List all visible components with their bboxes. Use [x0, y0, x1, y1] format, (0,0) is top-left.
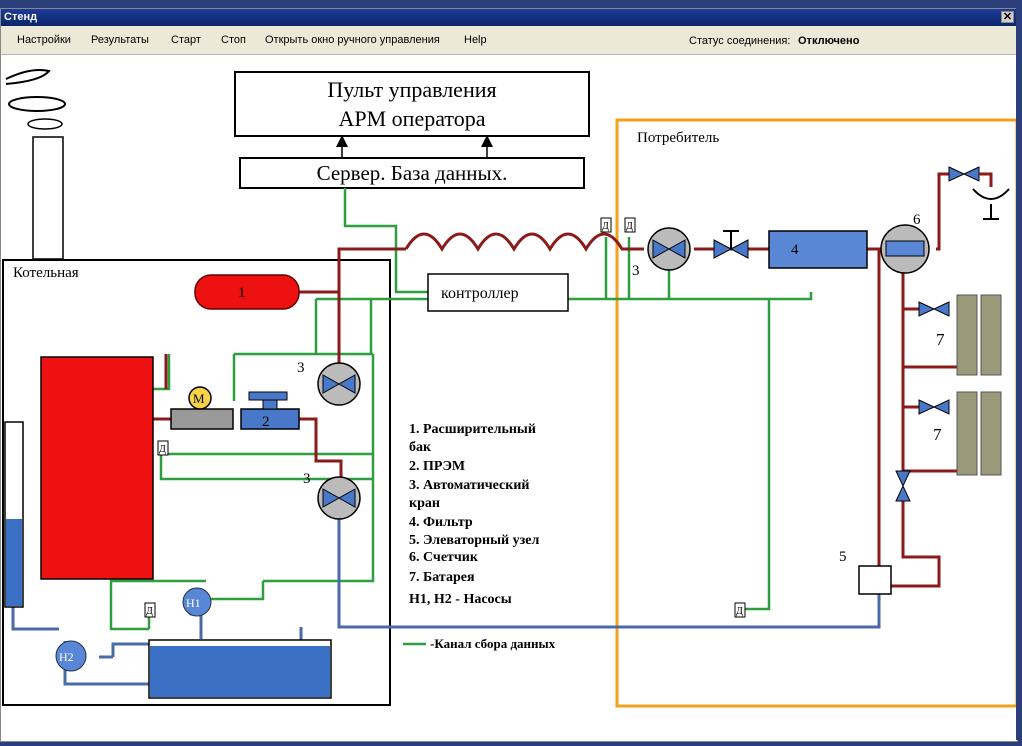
sensor-pipe-a: Д: [602, 221, 609, 232]
battery-lower-number: 7: [933, 425, 942, 444]
auto-valve-lower: 3: [303, 471, 361, 520]
server-box: [239, 157, 585, 189]
boiler-room-label: Котельная: [13, 265, 79, 281]
filter-number: 4: [791, 242, 799, 258]
level-gauge: [4, 421, 24, 608]
chimney: [5, 69, 66, 260]
connection-status-label: Статус соединения:: [689, 35, 791, 47]
app-window: Стенд ✕ Настройки Результаты Старт Стоп …: [0, 8, 1019, 742]
operator-panel-line1: Пульт управления: [327, 77, 496, 102]
prem-number: 2: [262, 414, 270, 430]
desktop-edge: [1016, 8, 1022, 740]
legend-line-7: 5. Элеваторный узел: [409, 533, 539, 548]
manual-valve: [713, 230, 749, 259]
boiler: [40, 356, 154, 580]
legend-line-9: 7. Батарея: [409, 570, 475, 585]
auto-valve-upper: 3: [297, 360, 361, 406]
title-bar: Стенд ✕: [1, 9, 1017, 26]
legend-line-1: 1. Расширительный: [409, 422, 536, 437]
diagram-canvas: Котельная Потребитель Пульт управления А…: [1, 54, 1019, 741]
filter: [768, 230, 868, 269]
tap-valve: [948, 166, 1010, 220]
sensor-pipe-b: Д: [626, 221, 633, 232]
water-tank: [148, 639, 332, 699]
heating-scheme: Котельная Потребитель Пульт управления А…: [2, 69, 1019, 708]
valve-upper-number: 3: [297, 360, 305, 376]
menu-bar: Настройки Результаты Старт Стоп Открыть …: [1, 26, 1017, 55]
controller-label: контроллер: [441, 285, 519, 302]
pump-h2: Н2: [55, 640, 87, 672]
data-channels: [109, 188, 813, 646]
expansion-tank: 1: [194, 274, 300, 310]
tank-number: 1: [238, 285, 246, 301]
menu-help[interactable]: Help: [464, 34, 487, 46]
meter-number: 6: [913, 212, 921, 228]
elevator-number: 5: [839, 549, 847, 565]
channel-legend-label: -Канал сбора данных: [430, 636, 556, 651]
menu-settings[interactable]: Настройки: [17, 34, 71, 46]
legend-line-4: 3. Автоматический: [409, 478, 529, 493]
battery-valve-lower: [918, 399, 950, 415]
menu-stop[interactable]: Стоп: [221, 34, 246, 46]
motor-label: М: [193, 391, 205, 406]
sensor-boiler: Д: [159, 444, 166, 455]
boiler-room-frame: [2, 259, 391, 706]
legend-line-6: 4. Фильтр: [409, 515, 473, 530]
battery-upper-number: 7: [936, 330, 945, 349]
desktop-background: [0, 0, 1022, 8]
operator-panel-line2: АРМ оператора: [338, 106, 485, 131]
connection-status-value: Отключено: [798, 35, 860, 47]
legend-line-10: Н1, Н2 - Насосы: [409, 592, 512, 607]
legend-line-3: 2. ПРЭМ: [409, 459, 465, 474]
menu-manual-control[interactable]: Открыть окно ручного управления: [265, 34, 440, 46]
sensors: Д Д Д Д Д: [144, 217, 746, 618]
component-legend: 1. Расширительный бак 2. ПРЭМ 3. Автомат…: [409, 422, 539, 607]
window-title: Стенд: [4, 11, 38, 23]
consumer-auto-valve: 3: [632, 227, 691, 279]
operator-panel-box: [234, 71, 590, 137]
legend-line-8: 6. Счетчик: [409, 550, 479, 565]
pump-h1-label: Н1: [186, 596, 201, 610]
battery-valve-upper: [918, 301, 950, 317]
prem-unit: М 2: [170, 386, 300, 430]
meter: 6: [880, 212, 930, 274]
controller-box: [427, 273, 569, 312]
legend-line-5: кран: [409, 496, 440, 511]
close-icon: ✕: [1002, 11, 1013, 23]
battery-lower: 7: [933, 391, 1002, 476]
consumer-valve-number: 3: [632, 263, 640, 279]
valve-lower-number: 3: [303, 471, 311, 487]
pump-h2-label: Н2: [59, 650, 74, 664]
vertical-valve: [895, 470, 911, 502]
consumer-label: Потребитель: [637, 130, 719, 146]
menu-start[interactable]: Старт: [171, 34, 201, 46]
sensor-tank: Д: [146, 606, 153, 617]
close-button[interactable]: ✕: [1001, 11, 1014, 23]
legend-line-2: бак: [409, 440, 432, 455]
menu-results[interactable]: Результаты: [91, 34, 149, 46]
battery-upper: 7: [936, 294, 1002, 376]
pump-h1: Н1: [182, 587, 212, 617]
elevator-unit: [858, 565, 892, 595]
sensor-return: Д: [736, 606, 743, 617]
server-label: Сервер. База данных.: [317, 161, 508, 185]
